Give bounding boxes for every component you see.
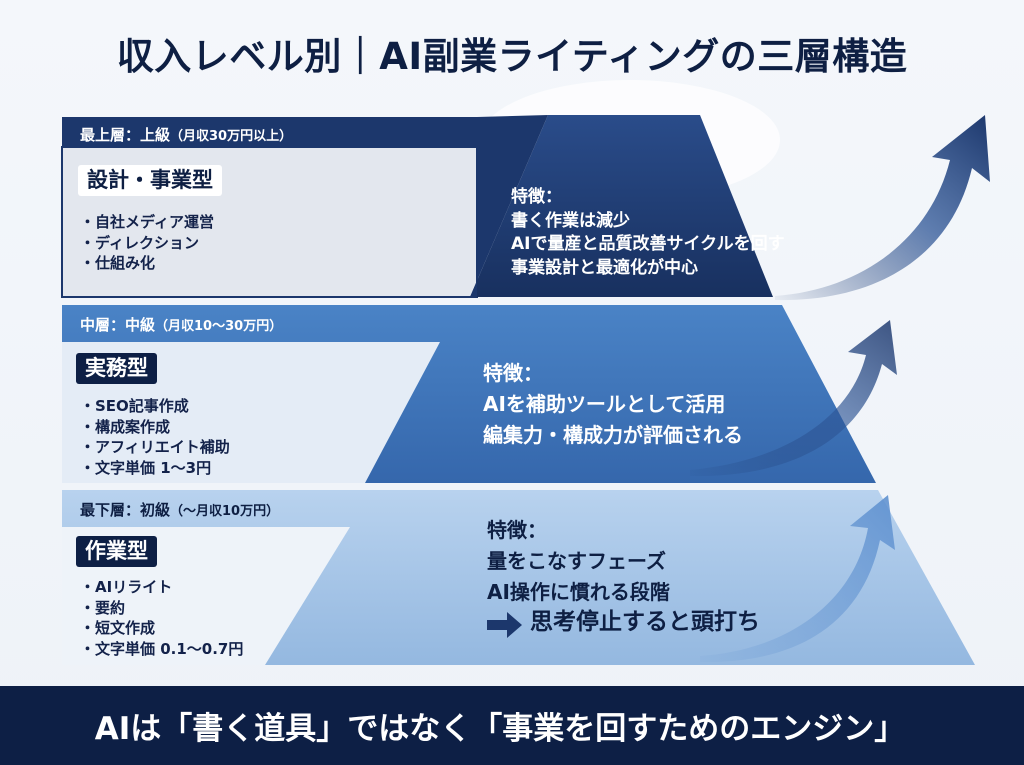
footer-bar — [0, 686, 1024, 765]
growth-arrow-icon — [700, 495, 895, 663]
feature-line: AI操作に慣れる段階 — [487, 580, 670, 604]
features-heading: 特徴： — [487, 518, 547, 542]
tier-middle-level-name: 中層：中級 — [80, 316, 156, 334]
tier-bottom-type-badge: 作業型 — [76, 536, 157, 568]
list-item: ・文字単価 1〜3円 — [80, 458, 212, 477]
tier-top-income-range: （月収30万円以上） — [170, 129, 293, 144]
tier-middle-item-list: ・SEO記事作成 ・構成案作成 ・アフィリエイト補助 ・文字単価 1〜3円 — [80, 396, 230, 478]
tier-top-features: 特徴： 書く作業は減少 AIで量産と品質改善サイクルを回す 事業設計と最適化が中… — [511, 186, 785, 280]
tier-top-pyramid-segment — [470, 115, 773, 297]
list-item: ・AIリライト — [80, 578, 173, 596]
growth-arrow-icon — [775, 115, 990, 301]
tier-middle-features: 特徴： AIを補助ツールとして活用 編集力・構成力が評価される — [483, 358, 743, 451]
features-heading: 特徴： — [511, 187, 562, 207]
tier-middle-level-label: 中層：中級（月収10〜30万円） — [80, 314, 282, 335]
list-item: ・要約 — [80, 598, 126, 617]
tier-bottom-level-name: 最下層：初級 — [80, 501, 171, 519]
list-item: ・アフィリエイト補助 — [80, 438, 230, 456]
tier-top-level-name: 最上層：上級 — [80, 126, 171, 144]
tier-bottom — [62, 490, 975, 665]
tier-top-type-badge: 設計・事業型 — [78, 165, 222, 197]
list-item: ・文字単価 0.1〜0.7円 — [80, 639, 244, 658]
tier-bottom-income-range: （〜月収10万円） — [170, 504, 280, 519]
list-item: ・仕組み化 — [80, 254, 156, 272]
feature-line: 量をこなすフェーズ — [487, 549, 666, 573]
list-item: ・自社メディア運営 — [80, 213, 214, 231]
tier-bottom-item-list: ・AIリライト ・要約 ・短文作成 ・文字単価 0.1〜0.7円 — [80, 577, 243, 659]
list-item: ・ディレクション — [80, 233, 199, 252]
feature-line: AIを補助ツールとして活用 — [483, 392, 726, 416]
features-heading: 特徴： — [483, 361, 543, 385]
footer-message: AIは「書く道具」ではなく「事業を回すためのエンジン」 — [94, 711, 906, 747]
feature-line: 編集力・構成力が評価される — [483, 423, 743, 447]
page-title: 収入レベル別｜AI副業ライティングの三層構造 — [116, 35, 908, 78]
tier-middle-income-range: （月収10〜30万円） — [155, 319, 283, 334]
tier-bottom-level-label: 最下層：初級（〜月収10万円） — [80, 499, 279, 520]
growth-arrow-icon — [690, 320, 897, 477]
tier-bottom-warning: 思考停止すると頭打ち — [530, 609, 760, 635]
tier-middle — [62, 305, 876, 483]
feature-line: AIで量産と品質改善サイクルを回す — [511, 234, 785, 254]
list-item: ・SEO記事作成 — [80, 397, 189, 415]
tier-top-header-bar — [62, 117, 477, 147]
tier-middle-type-badge: 実務型 — [76, 353, 157, 385]
list-item: ・構成案作成 — [80, 417, 171, 436]
tier-top-level-label: 最上層：上級（月収30万円以上） — [80, 124, 292, 145]
feature-line: 書く作業は減少 — [511, 210, 630, 231]
tier-bottom-pyramid-edge — [878, 490, 975, 665]
tier-bottom-features: 特徴： 量をこなすフェーズ AI操作に慣れる段階 — [487, 515, 670, 608]
tier-top-connector — [470, 115, 548, 297]
feature-line: 事業設計と最適化が中心 — [511, 257, 698, 278]
right-arrow-icon — [487, 612, 522, 638]
tier-top-item-list: ・自社メディア運営 ・ディレクション ・仕組み化 — [80, 212, 214, 274]
tier-top — [61, 115, 773, 298]
list-item: ・短文作成 — [80, 619, 156, 637]
